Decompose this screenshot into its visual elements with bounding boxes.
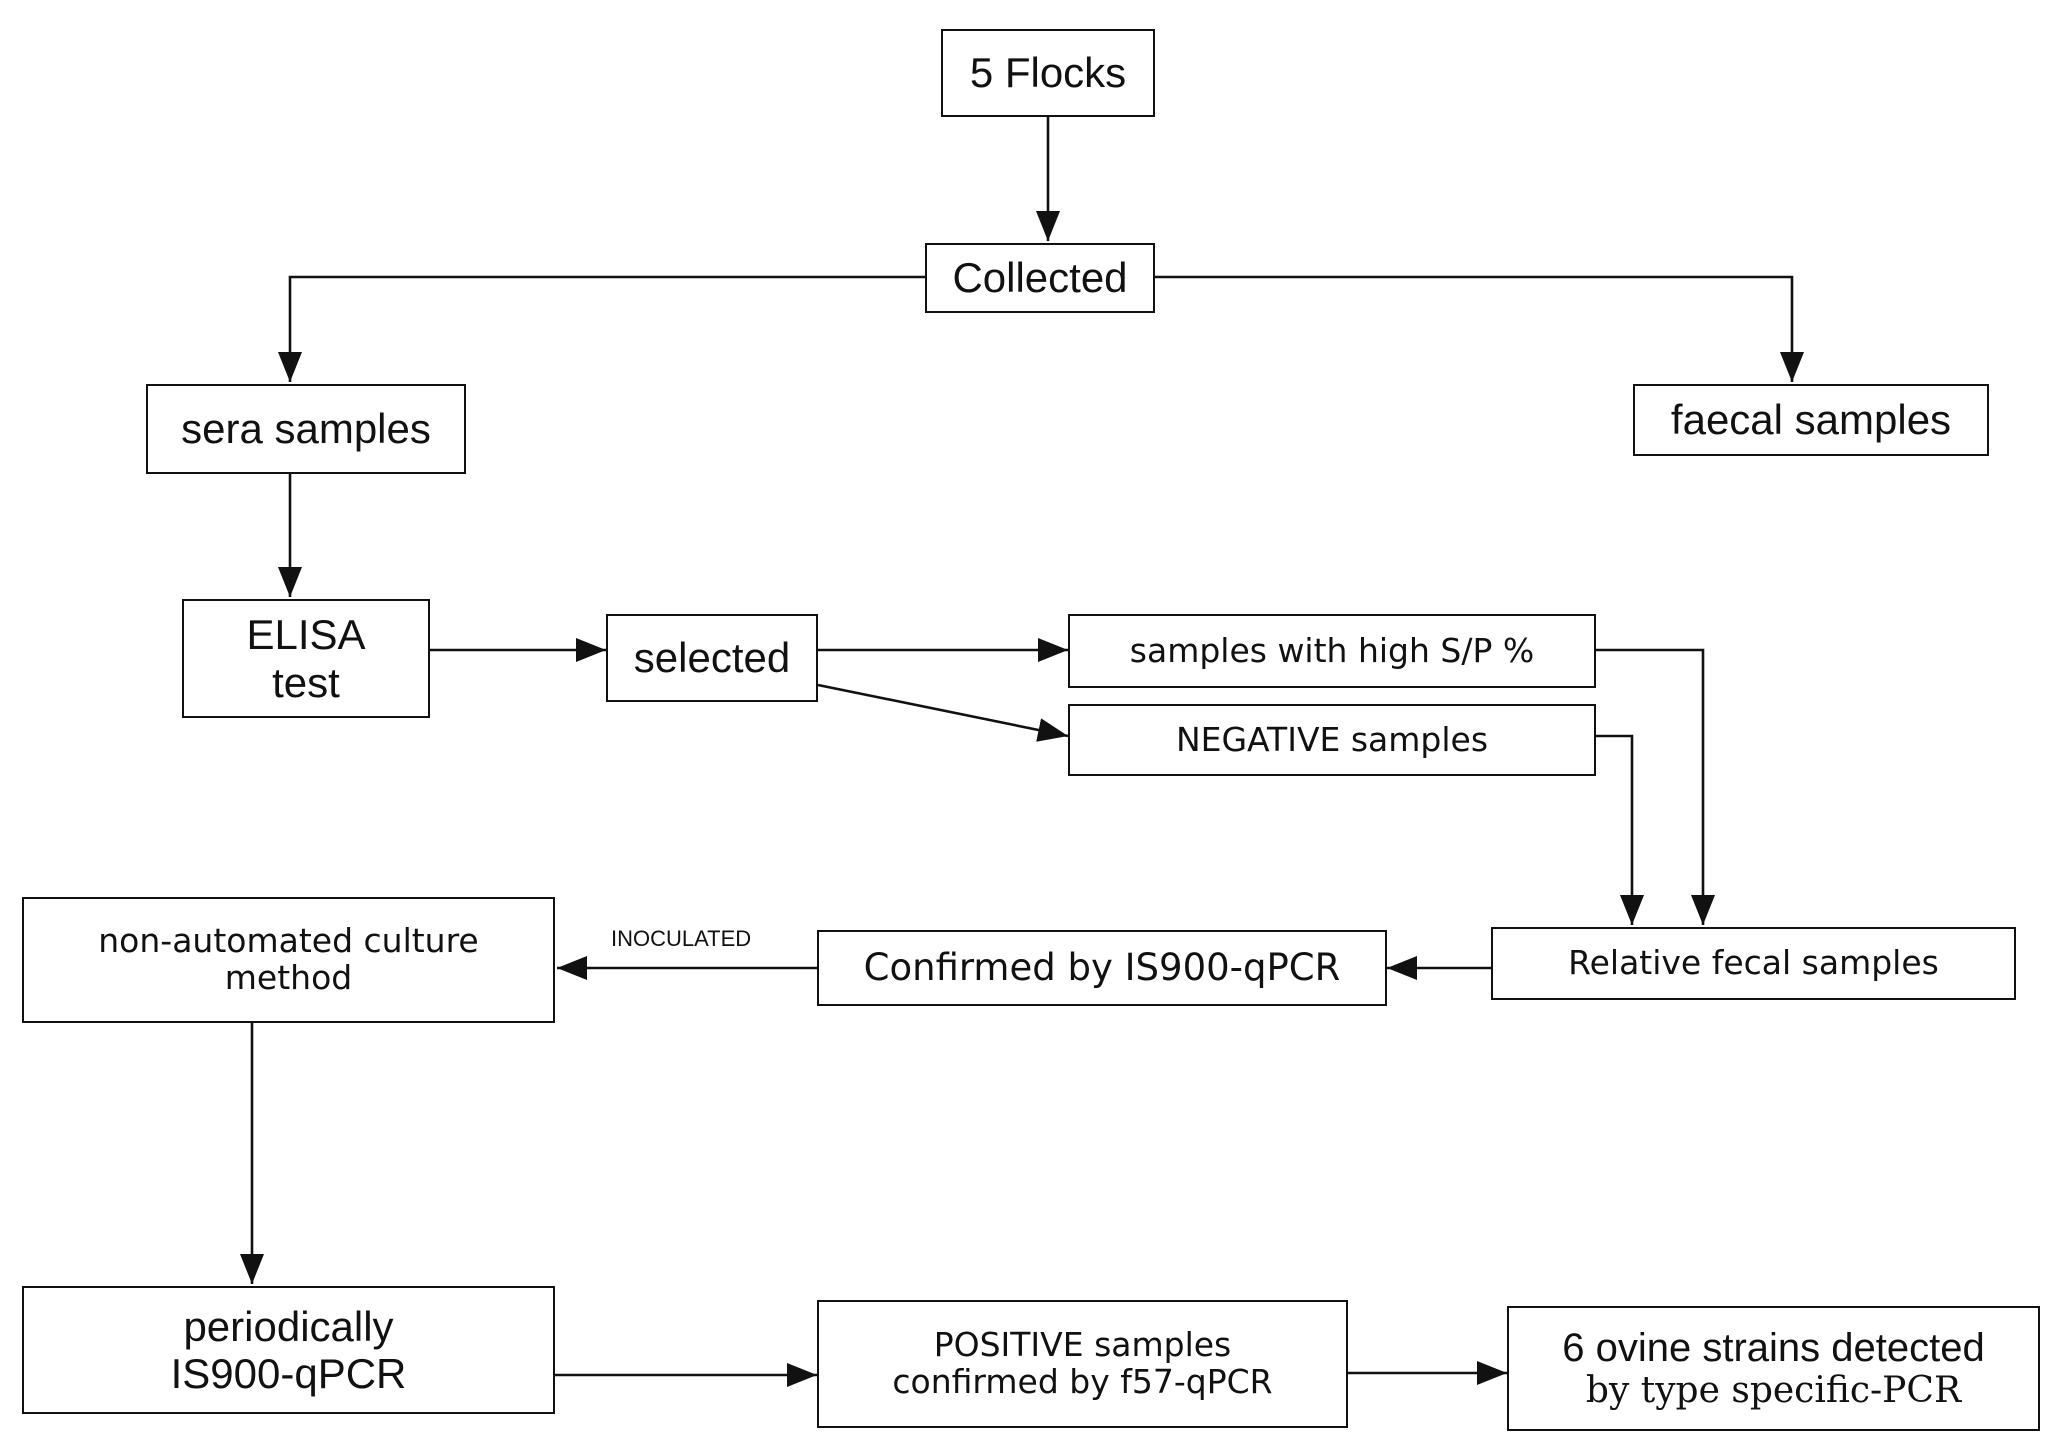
node-sera-samples: sera samples <box>146 384 466 474</box>
node-elisa-line-2: test <box>272 658 340 706</box>
node-high-sp-samples: samples with high S/P % <box>1068 614 1596 688</box>
node-confirmed-is900: Confirmed by IS900-qPCR <box>817 930 1387 1006</box>
node-relative-label: Relative fecal samples <box>1568 943 1939 983</box>
node-periodically-line-1: periodically <box>183 1302 394 1350</box>
node-non-automated-culture: non-automated culture method <box>22 897 555 1023</box>
node-faecal-samples: faecal samples <box>1633 384 1989 456</box>
node-ovine-strains: 6 ovine strains detected by type specifi… <box>1507 1306 2040 1431</box>
edge-label-inoculated: INOCULATED <box>611 926 752 951</box>
node-positive-line-1: POSITIVE samples <box>933 1325 1232 1365</box>
node-positive-line-2: confirmed by f57-qPCR <box>892 1362 1273 1401</box>
node-5-flocks: 5 Flocks <box>941 29 1155 117</box>
node-strains-line-2: by type specific-PCR <box>1585 1369 1962 1411</box>
node-negative-label: NEGATIVE samples <box>1175 719 1489 759</box>
arrow-collected-to-sera <box>278 275 925 382</box>
node-culture-line-2: method <box>224 958 353 997</box>
node-sera-samples-label: sera samples <box>181 405 431 453</box>
arrow-high-sp-to-relative <box>1596 648 1715 925</box>
node-faecal-samples-label: faecal samples <box>1670 396 1952 444</box>
arrow-selected-to-negative <box>817 683 1069 742</box>
node-elisa-test: ELISA test <box>182 599 430 718</box>
node-collected-label: Collected <box>952 254 1128 302</box>
node-high-sp-label: samples with high S/P % <box>1129 630 1535 670</box>
node-elisa-line-1: ELISA <box>246 611 366 659</box>
arrow-collected-to-faecal <box>1155 275 1804 382</box>
node-negative-samples: NEGATIVE samples <box>1068 704 1596 776</box>
node-selected: selected <box>606 614 818 702</box>
node-positive-samples: POSITIVE samples confirmed by f57-qPCR <box>817 1300 1348 1428</box>
node-5-flocks-label: 5 Flocks <box>969 49 1127 97</box>
node-confirmed-label: Confirmed by IS900-qPCR <box>863 946 1341 990</box>
node-periodically-is900: periodically IS900-qPCR <box>22 1286 555 1414</box>
node-relative-fecal-samples: Relative fecal samples <box>1491 927 2016 1000</box>
node-selected-label: selected <box>633 634 791 682</box>
node-strains-line-1: 6 ovine strains detected <box>1562 1325 1985 1370</box>
node-periodically-line-2: IS900-qPCR <box>170 1350 407 1397</box>
node-collected: Collected <box>925 243 1155 313</box>
node-culture-line-1: non-automated culture <box>98 921 479 961</box>
arrow-negative-to-relative <box>1596 734 1644 925</box>
